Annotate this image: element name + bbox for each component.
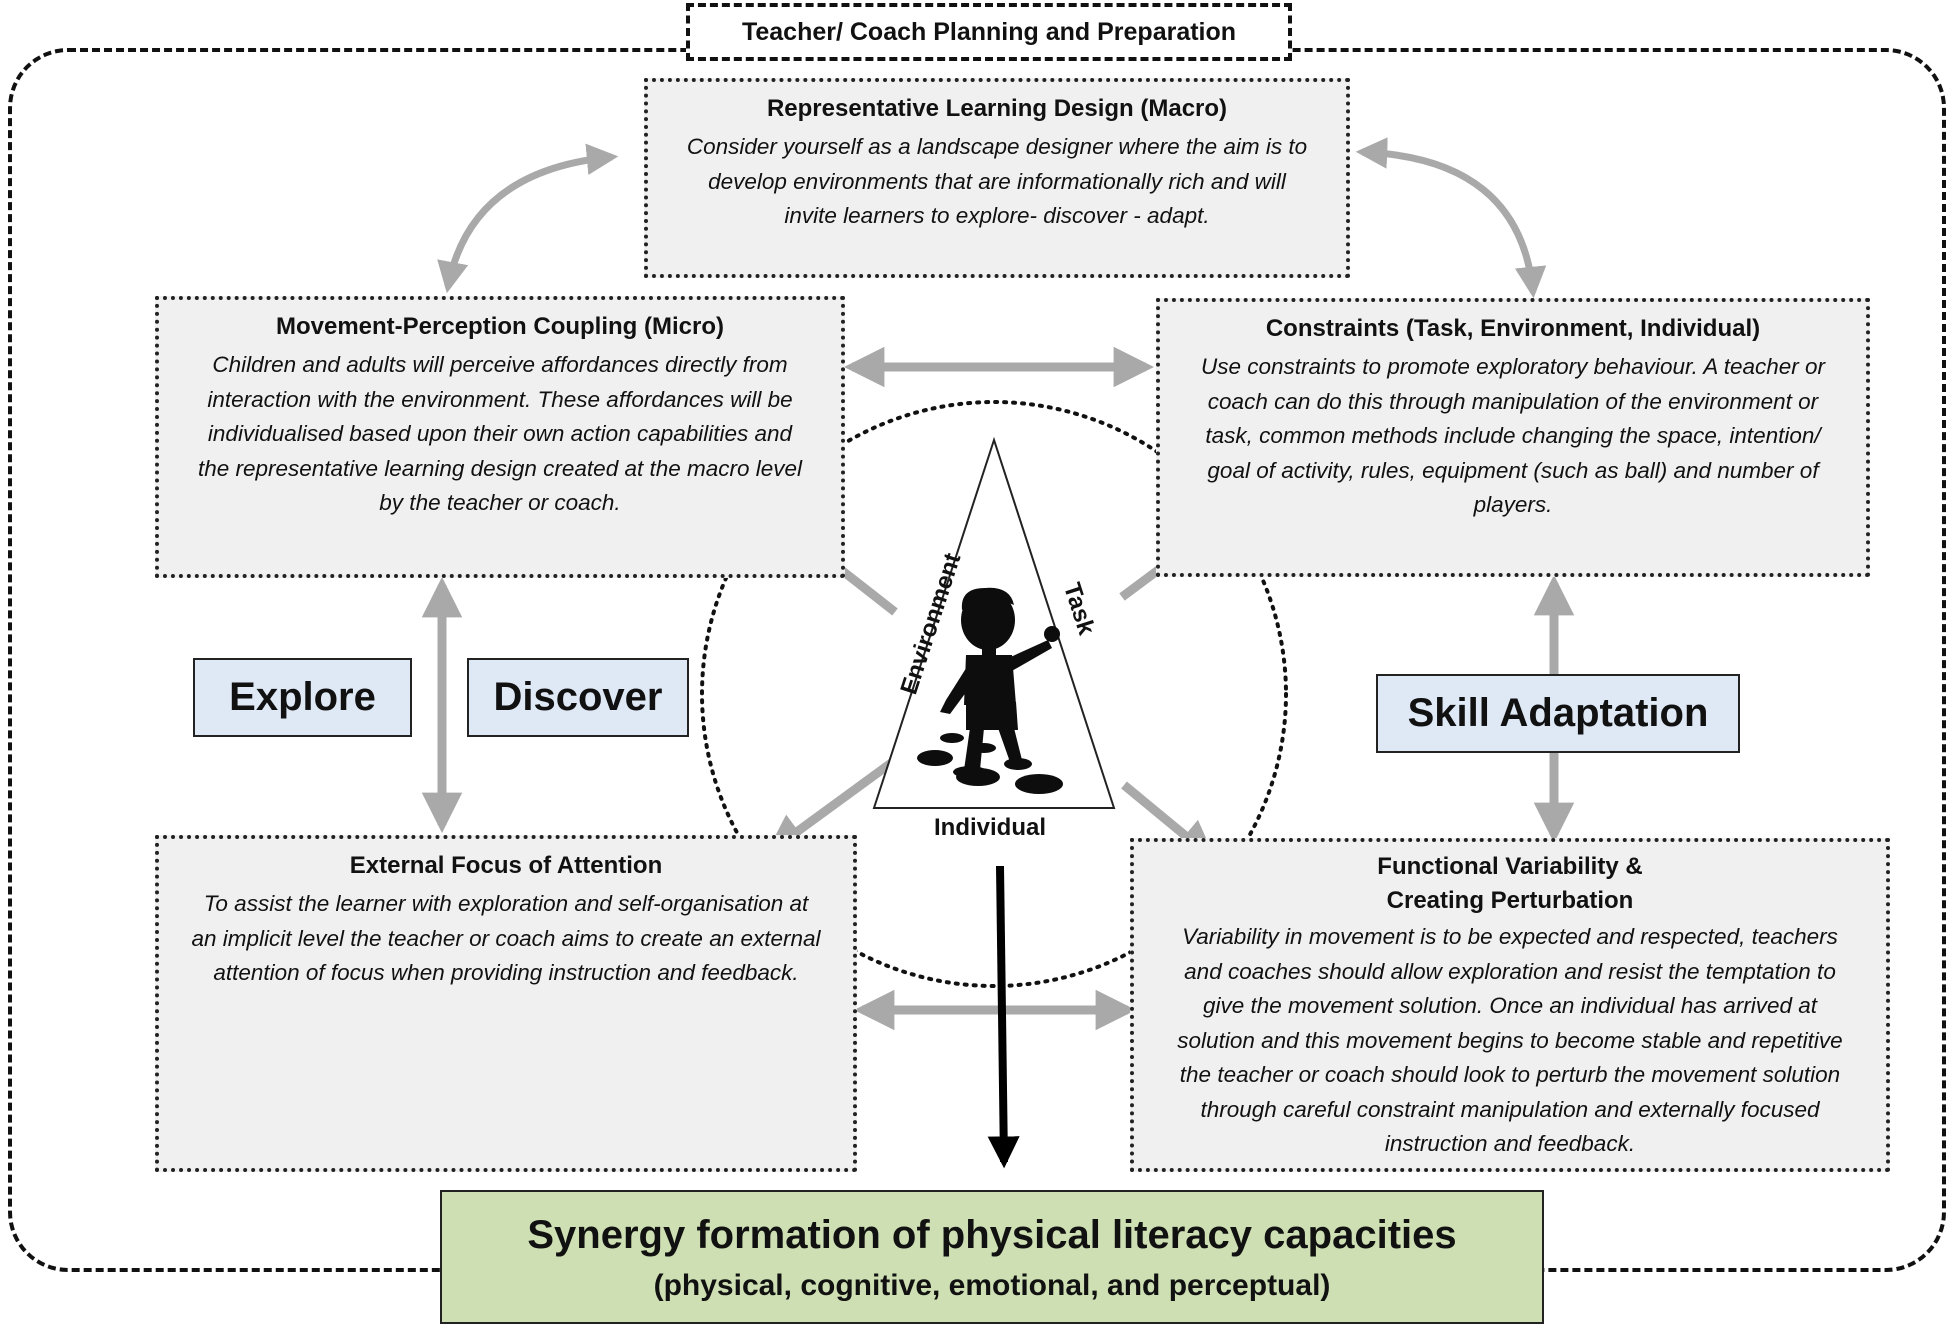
curved-arrow-right <box>1355 137 1547 299</box>
diag-arrow-bottom-left <box>765 754 901 855</box>
constraints-line: Use constraints to promote exploratory b… <box>1200 354 1826 379</box>
constraints-line: goal of activity, rules, equipment (such… <box>1207 457 1819 483</box>
rld-line: develop environments that are informatio… <box>708 168 1286 194</box>
fv-line: solution and this movement begins to bec… <box>1177 1027 1843 1053</box>
efa-title: External Focus of Attention <box>349 852 663 879</box>
child-silhouette-icon <box>917 587 1063 794</box>
fv-line: Variability in movement is to be expecte… <box>1182 924 1838 949</box>
rld-title: Representative Learning Design (Macro) <box>766 95 1228 122</box>
explore-label: Explore <box>193 658 412 737</box>
fv-title-line2: Creating Perturbation <box>1386 887 1634 914</box>
efa-line: To assist the learner with exploration a… <box>203 891 809 916</box>
efa-line: attention of focus when providing instru… <box>213 960 799 985</box>
mpc-line: interaction with the environment. These … <box>207 386 793 412</box>
rld-line: invite learners to explore- discover - a… <box>784 203 1210 228</box>
efa-line: an implicit level the teacher or coach a… <box>191 925 821 951</box>
constraints-line: players. <box>1473 492 1553 517</box>
synergy-arrow <box>987 865 1020 1169</box>
frame-title: Teacher/ Coach Planning and Preparation <box>686 3 1292 61</box>
fv-line: instruction and feedback. <box>1384 1131 1636 1156</box>
synergy-box: Synergy formation of physical literacy c… <box>440 1190 1544 1324</box>
synergy-subtitle: (physical, cognitive, emotional, and per… <box>653 1269 1331 1302</box>
constraints-box: Constraints (Task, Environment, Individu… <box>1156 298 1870 577</box>
fv-line: through careful constraint manipulation … <box>1200 1096 1820 1122</box>
fv-box: Functional Variability & Creating Pertur… <box>1130 838 1890 1172</box>
efa-box: External Focus of Attention To assist th… <box>155 835 857 1172</box>
curved-arrow-left <box>437 143 619 294</box>
constraints-line: task, common methods include changing th… <box>1205 423 1821 448</box>
mpc-line: the representative learning design creat… <box>197 455 803 481</box>
fv-line: the teacher or coach should look to pert… <box>1179 1062 1841 1087</box>
rld-line: Consider yourself as a landscape designe… <box>686 134 1308 159</box>
mpc-line: Children and adults will perceive afford… <box>212 352 788 377</box>
mpc-line: by the teacher or coach. <box>379 490 621 515</box>
constraints-line: coach can do this through manipulation o… <box>1207 388 1819 414</box>
central-dotted-circle <box>700 400 1288 988</box>
rld-box: Representative Learning Design (Macro) C… <box>644 78 1350 278</box>
constraints-title: Constraints (Task, Environment, Individu… <box>1265 315 1761 342</box>
synergy-title: Synergy formation of physical literacy c… <box>527 1213 1457 1257</box>
mpc-title: Movement-Perception Coupling (Micro) <box>275 313 724 340</box>
mpc-box: Movement-Perception Coupling (Micro) Chi… <box>155 296 845 578</box>
mpc-line: individualised based upon their own acti… <box>207 421 793 446</box>
discover-label: Discover <box>467 658 689 737</box>
skill-adaptation-label: Skill Adaptation <box>1376 674 1740 753</box>
fv-line: give the movement solution. Once an indi… <box>1202 993 1818 1018</box>
triangle-label-individual: Individual <box>934 814 1047 841</box>
fv-line: and coaches should allow exploration and… <box>1184 958 1836 984</box>
fv-title-line1: Functional Variability & <box>1377 853 1643 880</box>
